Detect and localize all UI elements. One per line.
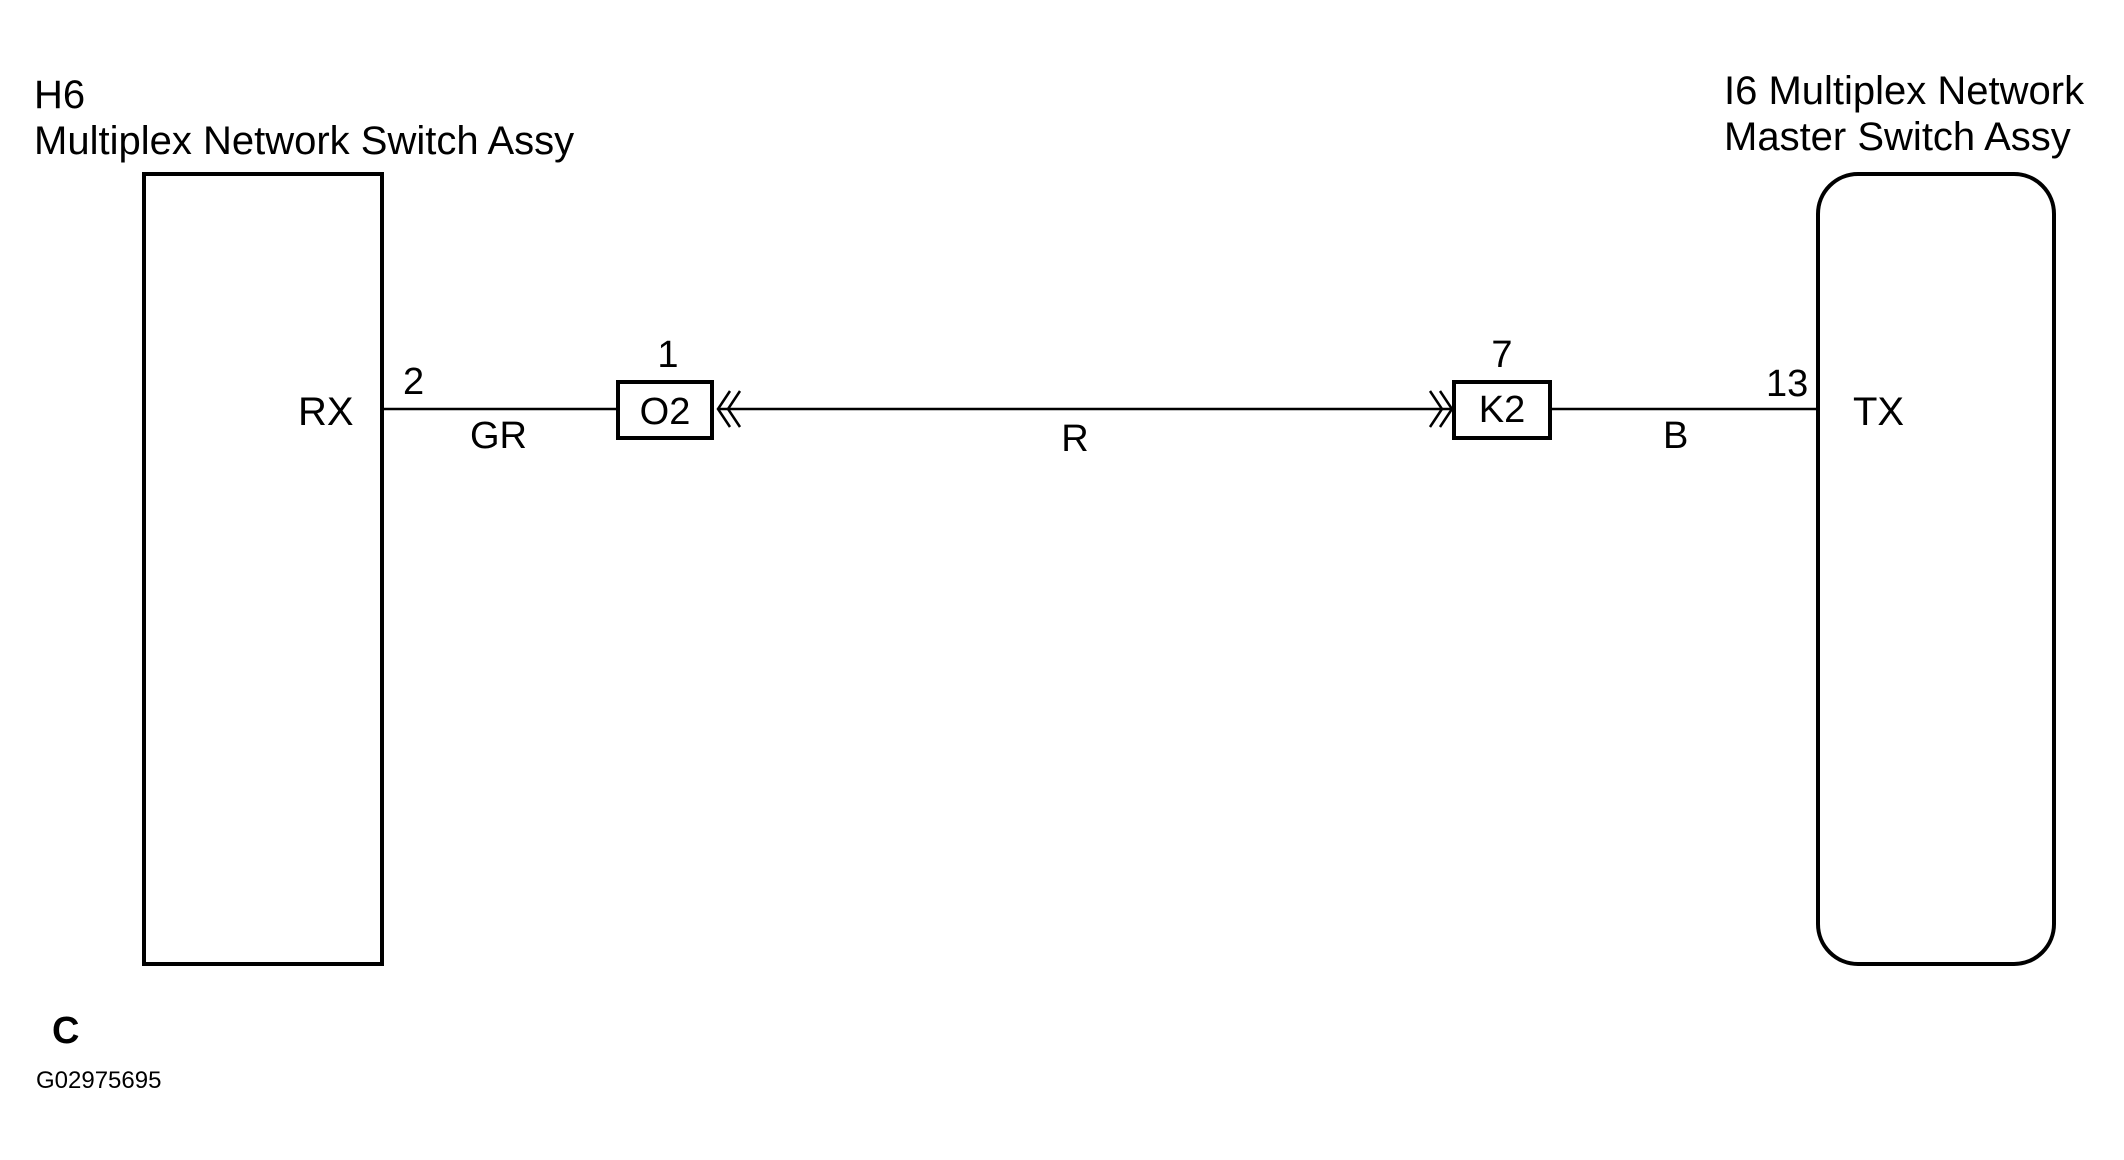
wire-middle-color: R	[1061, 418, 1088, 460]
connector-k2-code: K2	[1479, 389, 1525, 431]
connector-o2-pin: 1	[657, 334, 678, 376]
right-component-title-line2: Master Switch Assy	[1724, 115, 2071, 159]
connector-k2-chevron-inner	[1428, 390, 1444, 428]
connector-o2-code: O2	[640, 391, 691, 433]
right-component-pin: 13	[1766, 363, 1808, 405]
wire-right-color: B	[1663, 415, 1688, 457]
left-component-code: H6	[34, 73, 85, 117]
right-component-box	[1816, 172, 2056, 966]
section-label: C	[52, 1010, 79, 1052]
left-terminal-label: RX	[298, 390, 354, 434]
left-component-box	[142, 172, 384, 966]
right-component-title-line1: I6 Multiplex Network	[1724, 69, 2085, 113]
connector-k2-pin: 7	[1491, 334, 1512, 376]
wire-left-color: GR	[470, 415, 527, 457]
left-component-name: Multiplex Network Switch Assy	[34, 119, 574, 163]
connector-o2-box	[616, 380, 714, 440]
left-component-pin: 2	[403, 361, 424, 403]
figure-id: G02975695	[36, 1067, 161, 1094]
right-terminal-label: TX	[1853, 390, 1904, 434]
